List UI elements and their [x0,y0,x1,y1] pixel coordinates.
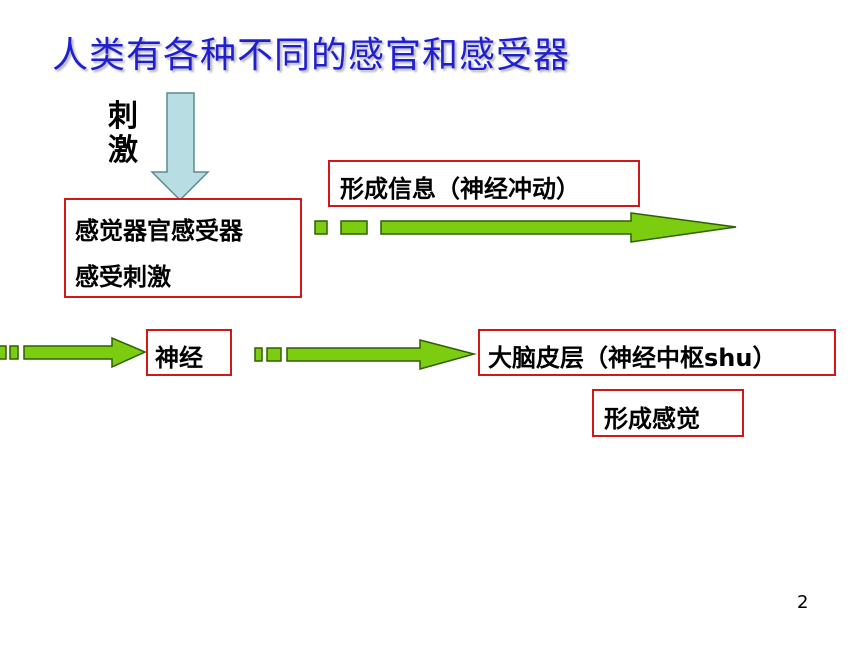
dash-segment [340,220,368,235]
sensation-label: 形成感觉 [604,405,700,433]
page-number: 2 [797,592,809,613]
sense-organ-sublabel: 感受刺激 [75,263,171,291]
right-arrow-to-signal [380,212,737,243]
dash-segment [314,220,328,235]
sense-organ-label: 感觉器官感受器 [75,217,243,245]
dash-segment [266,347,282,362]
cortex-box: 大脑皮层（神经中枢shu） [478,329,836,376]
dash-segment [0,345,7,360]
slide-title: 人类有各种不同的感官和感受器 [52,35,571,76]
nerve-label: 神经 [155,344,203,372]
sensation-box: 形成感觉 [592,389,744,437]
signal-box: 形成信息（神经冲动） [328,160,640,207]
signal-label: 形成信息（神经冲动） [340,175,580,203]
sense-organ-box: 感觉器官感受器 感受刺激 [64,198,302,298]
stimulus-down-arrow [150,92,210,202]
stimulus-label: 刺激 [108,99,138,168]
dash-segment [9,345,19,360]
cortex-label: 大脑皮层（神经中枢shu） [488,344,777,372]
dash-segment [254,347,263,362]
right-arrow-to-cortex [286,339,477,370]
right-arrow-to-nerve [23,336,147,369]
nerve-box: 神经 [146,329,232,376]
